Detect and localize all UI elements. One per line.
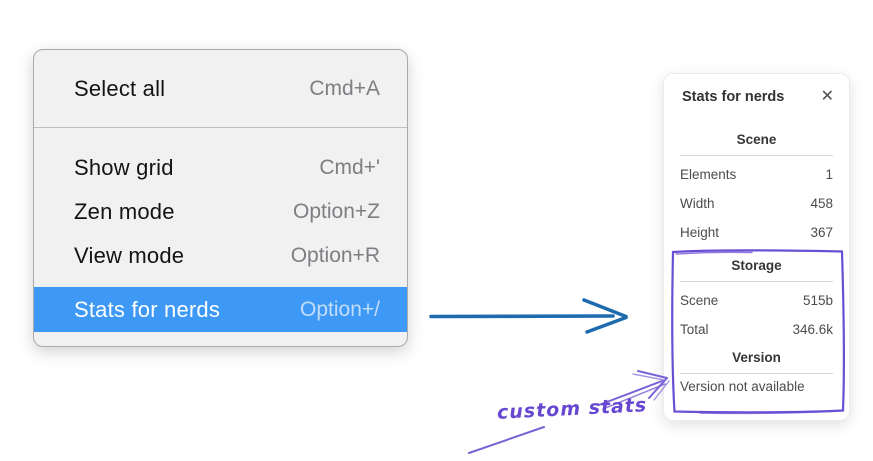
menu-item-label: Select all — [74, 75, 166, 101]
menu-item-shortcut: Option+Z — [293, 200, 380, 223]
menu-item-shortcut: Option+R — [290, 244, 380, 267]
menu-item-stats-for-nerds[interactable]: Stats for nerds Option+/ — [34, 287, 407, 332]
context-menu: Select all Cmd+A Show grid Cmd+' Zen mod… — [33, 49, 408, 347]
flow-arrow-icon — [429, 298, 628, 334]
stat-label: Scene — [680, 293, 719, 308]
stat-value: 515b — [802, 293, 833, 308]
section-divider — [680, 155, 833, 156]
stat-value: 458 — [810, 196, 833, 211]
menu-item-shortcut: Cmd+' — [319, 156, 380, 179]
context-menu-section-view: Show grid Cmd+' Zen mode Option+Z View m… — [34, 128, 407, 332]
section-heading-scene: Scene — [736, 132, 777, 147]
menu-item-shortcut: Cmd+A — [309, 76, 380, 100]
stat-value: 346.6k — [792, 322, 833, 337]
section-divider — [680, 281, 833, 282]
menu-item-label: Zen mode — [74, 199, 175, 224]
stats-panel-header: Stats for nerds ✕ — [664, 74, 849, 106]
annotation-custom-stats-label: custom stats — [496, 394, 648, 424]
menu-item-label: Show grid — [74, 155, 174, 180]
menu-item-view-mode[interactable]: View mode Option+R — [34, 234, 407, 278]
menu-item-label: Stats for nerds — [74, 296, 221, 322]
stat-value: 367 — [810, 225, 833, 240]
stat-label: Total — [680, 322, 709, 337]
section-heading-version: Version — [732, 350, 781, 365]
stat-row-scene-size: Scene 515b — [680, 286, 833, 315]
menu-item-zen-mode[interactable]: Zen mode Option+Z — [34, 190, 407, 234]
stat-label: Height — [680, 225, 720, 240]
menu-item-label: View mode — [74, 243, 185, 268]
menu-item-show-grid[interactable]: Show grid Cmd+' — [34, 146, 407, 190]
stats-panel-title: Stats for nerds — [682, 89, 785, 105]
close-icon[interactable]: ✕ — [820, 88, 834, 105]
menu-item-shortcut: Option+/ — [300, 297, 380, 321]
section-heading-storage: Storage — [731, 258, 782, 273]
stats-panel-body: Scene Elements 1 Width 458 Height 367 St… — [664, 132, 849, 394]
stat-row-height: Height 367 — [680, 218, 833, 247]
stat-label: Width — [680, 196, 715, 211]
stat-row-total-size: Total 346.6k — [680, 315, 833, 344]
stat-value: 1 — [825, 167, 833, 182]
stat-row-width: Width 458 — [680, 189, 833, 218]
menu-item-select-all[interactable]: Select all Cmd+A — [34, 50, 407, 127]
stats-panel: Stats for nerds ✕ Scene Elements 1 Width… — [663, 73, 850, 421]
context-menu-section-top: Select all Cmd+A — [34, 50, 407, 128]
stat-row-elements: Elements 1 — [680, 160, 833, 189]
version-note: Version not available — [680, 379, 805, 394]
stat-label: Elements — [680, 167, 737, 182]
section-divider — [680, 373, 833, 374]
